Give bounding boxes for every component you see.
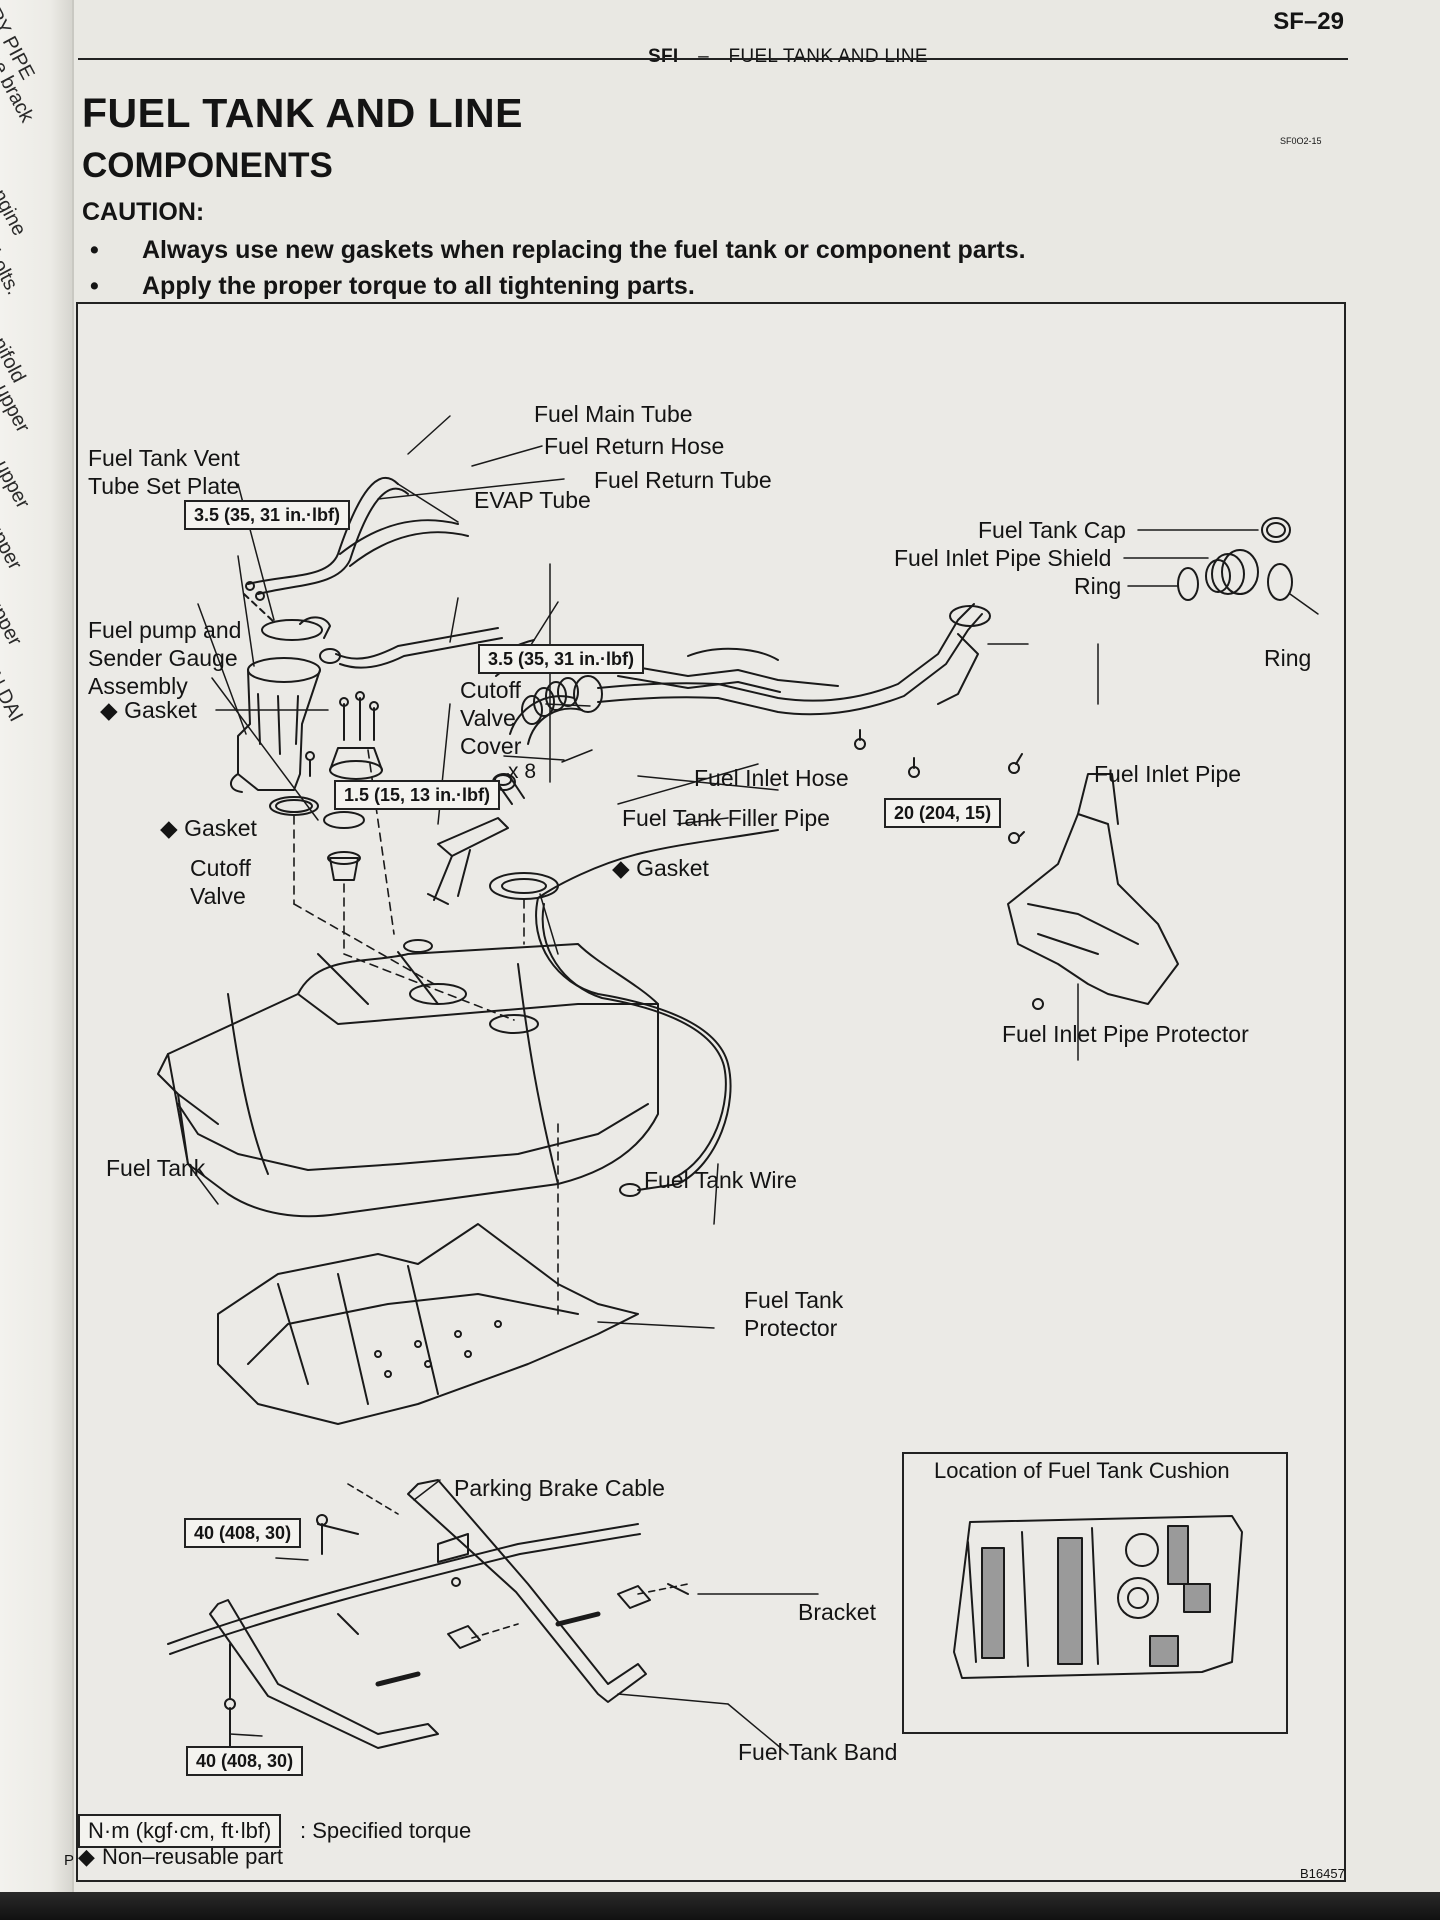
- ring-left-drawing: [1177, 567, 1199, 601]
- callout-fuel-inlet-pipe-shield: Fuel Inlet Pipe Shield: [894, 545, 1112, 571]
- callout-cutoff-valve: Cutoff Valve: [190, 855, 251, 909]
- legend-torque-meaning: : Specified torque: [300, 1818, 472, 1843]
- previous-page-edge: RY PIPE ne brack engine bolts. anifold e…: [0, 0, 74, 1920]
- previous-page-fragment: bolts.: [0, 246, 25, 299]
- callout-vent-tube-set-plate: Fuel Tank Vent Tube Set Plate: [88, 445, 240, 499]
- cutoff-valve-cover-drawing: [305, 691, 383, 780]
- components-diagram: Fuel Main Tube Fuel Return Hose Fuel Ret…: [64, 302, 1346, 1882]
- callout-ring-right: Ring: [1264, 645, 1312, 671]
- previous-page-fragment: upper: [0, 594, 27, 650]
- fuel-pump-assembly-drawing: [230, 657, 321, 793]
- previous-page-fragment: e upper: [0, 442, 34, 513]
- fuel-tank-band-drawing: [209, 1479, 647, 1765]
- inset-title: Location of Fuel Tank Cushion: [934, 1458, 1230, 1483]
- torque-band-upper: 40 (408, 30): [184, 1518, 302, 1548]
- header-rule: [78, 58, 1348, 60]
- legend-diamond-icon: ◆: [78, 1844, 95, 1869]
- inlet-pipe-bolts-drawing: [854, 729, 1025, 844]
- torque-inlet-pipe: 20 (204, 15): [884, 798, 1002, 828]
- legend-marker: P: [64, 1852, 75, 1869]
- fuel-tank-drawing: [157, 939, 659, 1218]
- header-topic: FUEL TANK AND LINE: [728, 46, 928, 67]
- callout-fuel-tank-wire: Fuel Tank Wire: [644, 1167, 797, 1193]
- filler-gasket-drawing: [489, 872, 559, 900]
- fuel-main-tube-drawing: [245, 477, 469, 601]
- callout-parking-brake-cable: Parking Brake Cable: [454, 1475, 665, 1501]
- gasket-ring-drawing: [269, 796, 319, 816]
- evap-tube-drawing: [299, 616, 503, 669]
- callout-cutoff-valve-cover: Cutoff Valve Cover: [460, 677, 522, 759]
- callout-fuel-tank: Fuel Tank: [106, 1155, 206, 1181]
- previous-page-fragment: upper: [0, 518, 27, 574]
- previous-page-fragment: N DAI: [0, 668, 28, 726]
- header-section: SFI: [648, 46, 679, 67]
- fuel-tank-protector-drawing: [217, 1223, 639, 1425]
- fuel-inlet-pipe-protector-drawing: [1007, 773, 1179, 1010]
- header-separator: –: [698, 46, 709, 67]
- fuel-tank-cushion-diagram: [953, 1515, 1243, 1679]
- section-title: COMPONENTS: [82, 146, 333, 185]
- cutoff-valve-drawing: [329, 857, 359, 881]
- caution-item: Apply the proper torque to all tightenin…: [82, 268, 1026, 304]
- callout-fuel-tank-band: Fuel Tank Band: [738, 1739, 898, 1765]
- caution-item: Always use new gaskets when replacing th…: [82, 232, 1026, 268]
- callout-bracket: Bracket: [798, 1599, 876, 1625]
- figure-code: B16457: [1300, 1866, 1345, 1881]
- previous-page-fragment: engine: [0, 176, 31, 240]
- document-code: SF0O2-15: [1280, 136, 1322, 146]
- caution-list: Always use new gaskets when replacing th…: [82, 232, 1026, 304]
- callout-fuel-inlet-pipe: Fuel Inlet Pipe: [1094, 761, 1242, 787]
- parking-brake-cable-drawing: [167, 1523, 641, 1655]
- callout-gasket-filler: ◆ Gasket: [612, 855, 709, 881]
- callout-fuel-inlet-pipe-protector: Fuel Inlet Pipe Protector: [1002, 1021, 1249, 1047]
- callout-gasket-pump: ◆ Gasket: [100, 697, 197, 723]
- callout-fuel-tank-cap: Fuel Tank Cap: [978, 517, 1126, 543]
- band-bracket-drawing: [375, 1583, 689, 1687]
- torque-cutoff-cover: 1.5 (15, 13 in.·lbf): [334, 780, 501, 810]
- ring-right-drawing: [1267, 563, 1293, 601]
- callout-fuel-pump-assembly: Fuel pump and Sender Gauge Assembly: [88, 617, 242, 699]
- page-title: FUEL TANK AND LINE: [82, 90, 524, 136]
- cushion-location-inset: Location of Fuel Tank Cushion: [902, 1452, 1288, 1734]
- callout-gasket-cutoff: ◆ Gasket: [160, 815, 257, 841]
- callout-fuel-tank-protector: Fuel Tank Protector: [744, 1287, 844, 1341]
- callout-fuel-return-tube: Fuel Return Tube: [594, 467, 772, 493]
- torque-band-lower: 40 (408, 30): [186, 1746, 304, 1776]
- callout-quantity: x 8: [508, 760, 537, 783]
- callout-fuel-return-hose: Fuel Return Hose: [544, 433, 725, 459]
- callout-ring-left: Ring: [1074, 573, 1122, 599]
- callout-fuel-main-tube: Fuel Main Tube: [534, 401, 693, 427]
- fuel-tank-cap-drawing: [1261, 517, 1291, 543]
- torque-cutoff-cover-bolts: 3.5 (35, 31 in.·lbf): [478, 644, 645, 674]
- callout-evap-tube: EVAP Tube: [474, 487, 591, 513]
- page-number: SF–29: [1273, 8, 1344, 35]
- legend-nonreusable-meaning: Non–reusable part: [102, 1844, 284, 1869]
- legend-torque-unit: N·m (kgf·cm, ft·lbf): [78, 1814, 282, 1848]
- fuel-tank-filler-pipe-drawing: [427, 773, 525, 905]
- fuel-inlet-pipe-drawing: [573, 603, 991, 716]
- cutoff-gasket-drawing: [323, 811, 365, 829]
- vent-tube-set-plate-drawing: [261, 619, 323, 641]
- exploded-view-illustration: [157, 415, 1319, 1765]
- torque-vent-plate: 3.5 (35, 31 in.·lbf): [184, 500, 351, 530]
- fuel-tank-wire-drawing: [535, 829, 779, 1197]
- caution-label: CAUTION:: [82, 198, 205, 226]
- callout-fuel-tank-filler-pipe: Fuel Tank Filler Pipe: [622, 805, 830, 831]
- page-bottom-shadow: [0, 1892, 1440, 1920]
- running-header: SFI – FUEL TANK AND LINE: [648, 46, 928, 68]
- inlet-pipe-shield-drawing: [1205, 549, 1259, 595]
- callout-fuel-inlet-hose: Fuel Inlet Hose: [694, 765, 849, 791]
